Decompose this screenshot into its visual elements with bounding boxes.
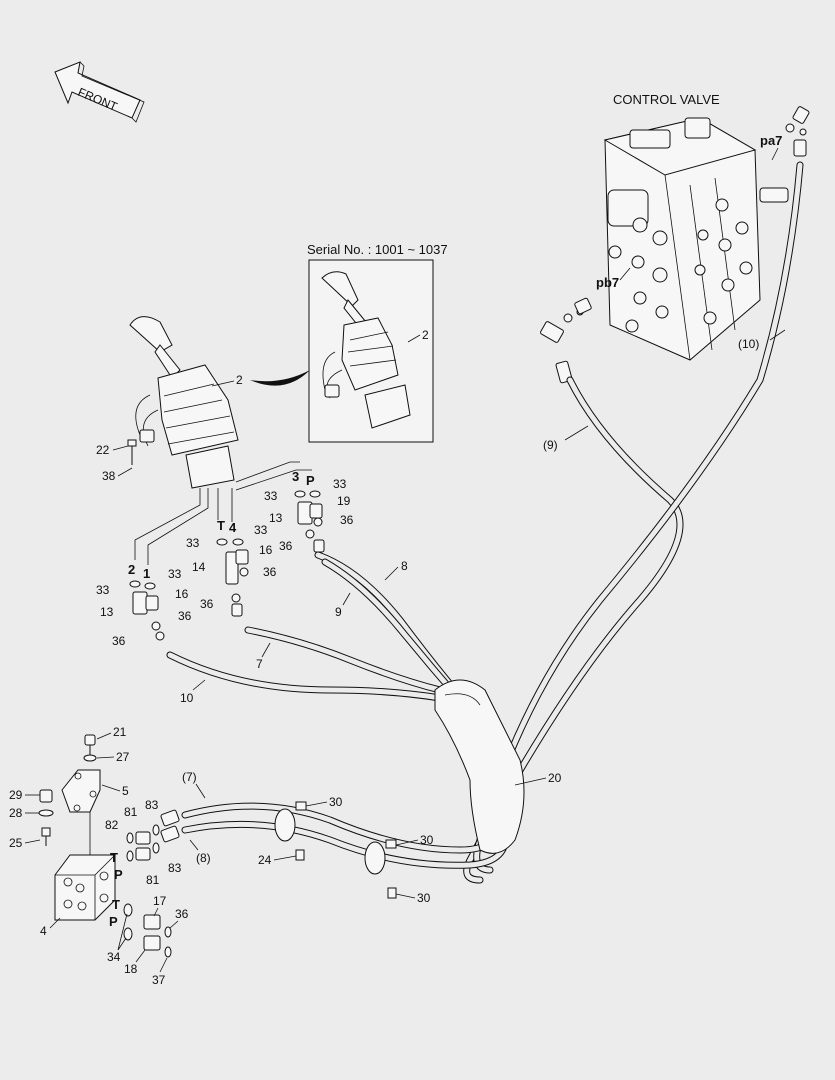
valve-side-fittings: [540, 106, 810, 384]
callout-30-a: 30: [329, 795, 343, 809]
callout-33-e: 33: [264, 489, 278, 503]
callout-24: 24: [258, 853, 272, 867]
port-letter-3: 3: [292, 469, 299, 484]
callout-8-upper: 8: [401, 559, 408, 573]
port-letter-1: 1: [143, 566, 150, 581]
callout-22: 22: [96, 443, 110, 457]
port-letter-P: P: [306, 473, 315, 488]
block-port-P-2: P: [109, 914, 118, 929]
valve-block: [54, 854, 116, 921]
callout-2-inset: 2: [422, 328, 429, 342]
mounting-plate: [38, 734, 101, 862]
callout-36-f: 36: [112, 634, 126, 648]
callout-33-a: 33: [96, 583, 110, 597]
callout-20: 20: [548, 771, 562, 785]
protective-sleeve: [434, 679, 525, 854]
port-letter-4: 4: [229, 520, 237, 535]
callout-33-f: 33: [333, 477, 347, 491]
hose-clamps: [274, 801, 397, 899]
callout-18: 18: [124, 962, 138, 976]
port-letter-T: T: [217, 518, 225, 533]
callout-33-b: 33: [168, 567, 182, 581]
callout-8-paren: (8): [196, 851, 211, 865]
callout-83-b: 83: [168, 861, 182, 875]
callout-33-c: 33: [186, 536, 200, 550]
callout-16-b: 16: [175, 587, 189, 601]
callout-38: 38: [102, 469, 116, 483]
callout-36-e: 36: [178, 609, 192, 623]
callout-5: 5: [122, 784, 129, 798]
callout-28: 28: [9, 806, 23, 820]
port-pa7: pa7: [760, 133, 782, 148]
block-port-P-1: P: [114, 867, 123, 882]
callout-17: 17: [153, 894, 167, 908]
callout-36-a: 36: [340, 513, 354, 527]
callout-30-c: 30: [417, 891, 431, 905]
callout-36-b: 36: [279, 539, 293, 553]
callout-30-b: 30: [420, 833, 434, 847]
callout-36-c: 36: [263, 565, 277, 579]
callout-82: 82: [105, 818, 119, 832]
callout-2-main: 2: [236, 373, 243, 387]
callout-13-b: 13: [100, 605, 114, 619]
front-arrow-icon: FRONT: [54, 61, 145, 123]
port-letter-2: 2: [128, 562, 135, 577]
callout-7-paren: (7): [182, 770, 197, 784]
inset-joystick: [321, 271, 411, 429]
callout-7: 7: [256, 657, 263, 671]
callout-29: 29: [9, 788, 23, 802]
block-port-T-2: T: [112, 897, 120, 912]
bolt-22: [127, 439, 137, 465]
callout-21: 21: [113, 725, 127, 739]
block-fittings: [123, 809, 180, 958]
inset-pointer-icon: [250, 370, 310, 386]
callout-10-lower: 10: [180, 691, 194, 705]
control-valve: [603, 117, 789, 361]
callout-25: 25: [9, 836, 23, 850]
port-pb7: pb7: [596, 275, 619, 290]
callout-19: 19: [337, 494, 351, 508]
callout-10-paren: (10): [738, 337, 759, 351]
valve-fittings: [608, 198, 753, 333]
callout-83-a: 83: [145, 798, 159, 812]
callout-13-a: 13: [269, 511, 283, 525]
callout-81-b: 81: [146, 873, 160, 887]
inset-title: Serial No. : 1001 ~ 1037: [307, 242, 448, 257]
callout-34: 34: [107, 950, 121, 964]
callout-14: 14: [192, 560, 206, 574]
callout-27: 27: [116, 750, 130, 764]
pilot-fittings: [129, 490, 325, 641]
callout-81-a: 81: [124, 805, 138, 819]
main-joystick: [129, 316, 239, 489]
callout-37: 37: [152, 973, 166, 987]
callout-4: 4: [40, 924, 47, 938]
callout-9-lower: 9: [335, 605, 342, 619]
callout-36-d: 36: [200, 597, 214, 611]
callout-33-d: 33: [254, 523, 268, 537]
control-valve-title: CONTROL VALVE: [613, 92, 720, 107]
block-port-T-1: T: [110, 850, 118, 865]
callout-9-paren: (9): [543, 438, 558, 452]
callout-36-g: 36: [175, 907, 189, 921]
callout-16-a: 16: [259, 543, 273, 557]
